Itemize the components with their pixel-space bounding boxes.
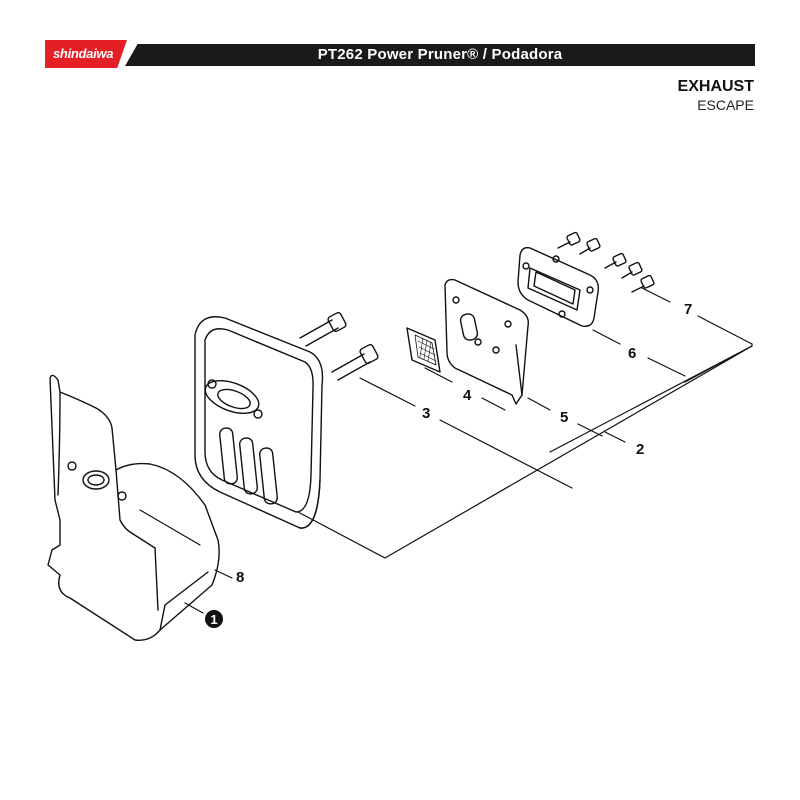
- callout-8: 8: [236, 569, 244, 586]
- bolt-hole: [67, 461, 77, 471]
- callout-1-badge: [205, 610, 223, 628]
- muffler-body: [194, 316, 324, 529]
- callout-4: 4: [463, 387, 472, 404]
- gasket-bolt: [631, 274, 655, 293]
- section-subtitle: ESCAPE: [697, 97, 754, 113]
- callout-2: 2: [636, 441, 644, 458]
- shindaiwa-logo: shindaiwa: [45, 40, 127, 68]
- section-title: EXHAUST: [677, 78, 754, 95]
- callout-5: 5: [560, 409, 568, 426]
- page-title: PT262 Power Pruner® / Podadora: [125, 44, 755, 66]
- gasket-bolt: [579, 237, 601, 255]
- gasket-bolt: [621, 261, 643, 279]
- callout-labels: 7 6 2 5 4 3 8 1: [205, 301, 692, 628]
- baffle-plate: [444, 278, 530, 405]
- heat-shield-cover: [47, 374, 220, 641]
- vent-slot: [219, 427, 238, 485]
- vent-slot: [239, 437, 258, 495]
- muffler-bolt: [331, 344, 379, 381]
- exhaust-gasket: [517, 246, 600, 328]
- callout-3: 3: [422, 405, 430, 422]
- muffler-bolt: [299, 312, 347, 347]
- port-hole: [82, 470, 110, 490]
- callout-7: 7: [684, 301, 692, 318]
- vent-slot: [259, 447, 278, 505]
- gasket-bolt: [557, 231, 581, 249]
- gasket-bolt: [604, 252, 627, 269]
- callout-6: 6: [628, 345, 636, 362]
- callout-1: 1: [210, 612, 217, 627]
- bolt-hole: [117, 491, 127, 501]
- exhaust-outlet: [204, 380, 260, 414]
- baffle-slot: [459, 313, 479, 341]
- leader-lines: [139, 287, 753, 614]
- spark-arrestor-screen: [406, 327, 441, 373]
- page-header: shindaiwa PT262 Power Pruner® / Podadora: [45, 40, 755, 68]
